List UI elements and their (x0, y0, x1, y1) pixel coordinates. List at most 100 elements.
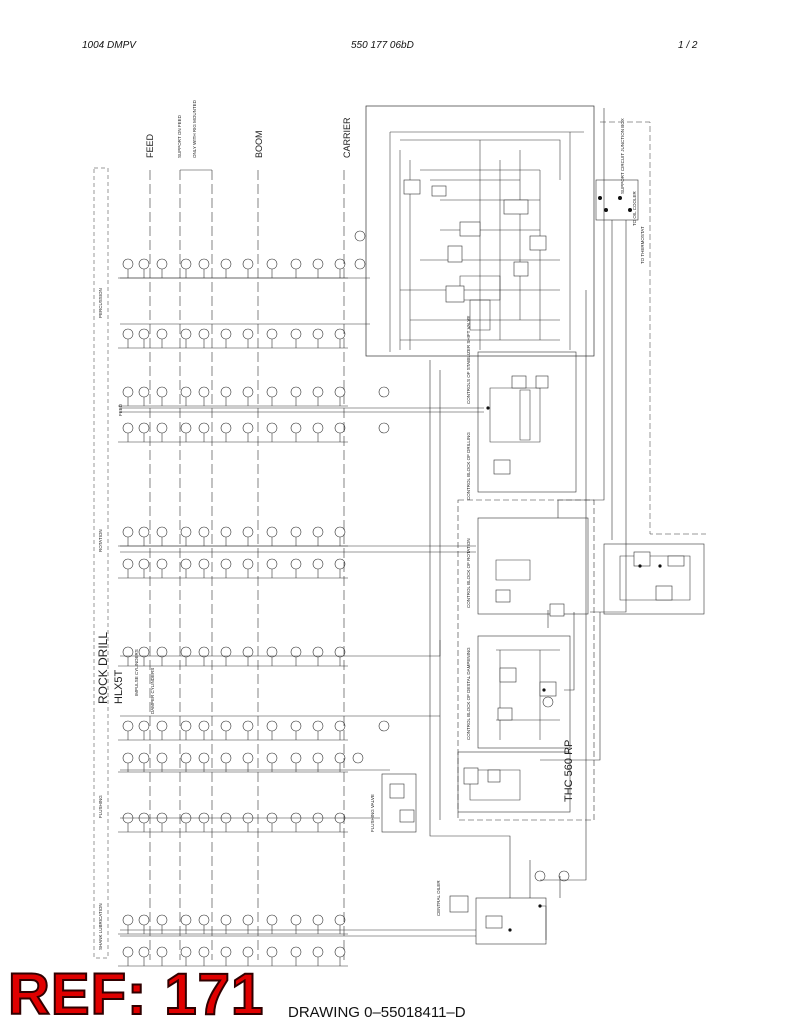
connector-circle (312, 914, 324, 926)
connector-circle (156, 914, 168, 926)
connector-circle (334, 720, 346, 732)
connector-circle (122, 422, 134, 434)
connector-circle (156, 646, 168, 658)
connector-circle (122, 646, 134, 658)
connector-circle (138, 752, 150, 764)
rotation-block-frame (477, 517, 589, 615)
connector-circle (242, 914, 254, 926)
connector-circle (138, 328, 150, 340)
rock-drill-title: ROCK DRILL (96, 632, 110, 704)
connector-circle (312, 328, 324, 340)
connector-circle (156, 422, 168, 434)
connector-circle (334, 752, 346, 764)
connector-circle (180, 386, 192, 398)
connector-circle (138, 558, 150, 570)
control-block-dampening-label: CONTROL BLOCK OF DESTAL DAMPENING (466, 647, 471, 740)
connector-circle (138, 258, 150, 270)
drilling-block-frame (477, 351, 577, 493)
connector-circle (242, 752, 254, 764)
connector-circle (122, 720, 134, 732)
carrier-frame (365, 105, 595, 357)
carrier-internals (389, 131, 691, 801)
to-thermostat-label: TO THERMOSTAT (640, 226, 645, 264)
boom-title: BOOM (254, 130, 264, 158)
connector-circle (334, 526, 346, 538)
feed-line-label: FEED (118, 403, 123, 416)
connector-circle (198, 720, 210, 732)
connector-circle (334, 258, 346, 270)
connector-circle (334, 946, 346, 958)
connector-circle (312, 422, 324, 434)
connector-circle (180, 258, 192, 270)
connector-circle (312, 558, 324, 570)
connector-circle (198, 646, 210, 658)
connector-circle (290, 646, 302, 658)
junction-dots (486, 196, 662, 932)
connector-circle (242, 422, 254, 434)
connector-circle (266, 526, 278, 538)
connector-circle (312, 386, 324, 398)
rock-drill-frame (93, 167, 109, 959)
connector-circle (534, 870, 546, 882)
control-block-rotation-label: CONTROL BLOCK OF ROTATION (466, 538, 471, 608)
connector-circle (378, 386, 390, 398)
connector-circle (242, 328, 254, 340)
connector-circle (198, 752, 210, 764)
control-block-drilling-label: CONTROL BLOCK OF DRILLING (466, 432, 471, 500)
right-dashed-outline (600, 121, 706, 535)
connector-circle (156, 720, 168, 732)
connector-circle (198, 386, 210, 398)
connector-circle (156, 752, 168, 764)
damper-cylinders-label: DAMPER CYLINDERS (150, 668, 155, 714)
connector-circle (242, 558, 254, 570)
rotation-label: ROTATION (98, 529, 103, 552)
header-left: 1004 DMPV (82, 40, 136, 51)
connector-circle (334, 328, 346, 340)
connector-circle (198, 914, 210, 926)
connector-circle (334, 386, 346, 398)
connector-circle (378, 720, 390, 732)
impulse-cylinders-label: IMPULSE CYLINDERS (134, 649, 139, 696)
connector-circle (290, 914, 302, 926)
connector-circle (220, 646, 232, 658)
percussion-label: PERCUSSION (98, 288, 103, 318)
thc-title: THC 560 RP (563, 740, 575, 802)
ref-badge: REF: 171 (7, 962, 265, 1027)
connector-circle (138, 422, 150, 434)
connector-circle (378, 422, 390, 434)
connector-circle (138, 386, 150, 398)
support-on-feed-label: SUPPORT ON FEED (177, 114, 182, 158)
connector-circle (198, 946, 210, 958)
header-right: 1 / 2 (678, 40, 698, 51)
connector-circle (242, 258, 254, 270)
lube-frame (381, 773, 417, 833)
connector-circle (290, 422, 302, 434)
connector-circle (138, 946, 150, 958)
carrier-title: CARRIER (342, 117, 352, 158)
connector-circle (138, 720, 150, 732)
connector-circle (266, 914, 278, 926)
connector-circle (558, 870, 570, 882)
connector-circle (156, 386, 168, 398)
connector-circle (312, 720, 324, 732)
support-circuit-label: SUPPORT CIRCUIT JUNCTION BOX (620, 118, 625, 194)
piping (120, 108, 627, 940)
connector-circle (122, 386, 134, 398)
connector-circle (266, 646, 278, 658)
drawing-number: DRAWING 0–55018411–D (288, 1004, 466, 1021)
connector-circle (242, 946, 254, 958)
connector-circle (220, 720, 232, 732)
to-oil-cooler-label: TO OIL COOLER (632, 190, 637, 226)
connector-circle (220, 558, 232, 570)
connector-circle (180, 526, 192, 538)
junction-box-frame (595, 179, 639, 221)
connector-circle (312, 946, 324, 958)
connector-circle (242, 386, 254, 398)
connector-circle (198, 422, 210, 434)
thc-frame (457, 499, 595, 821)
connector-circle (312, 646, 324, 658)
connector-circle (354, 258, 366, 270)
connector-circle (156, 526, 168, 538)
connector-circle (122, 258, 134, 270)
